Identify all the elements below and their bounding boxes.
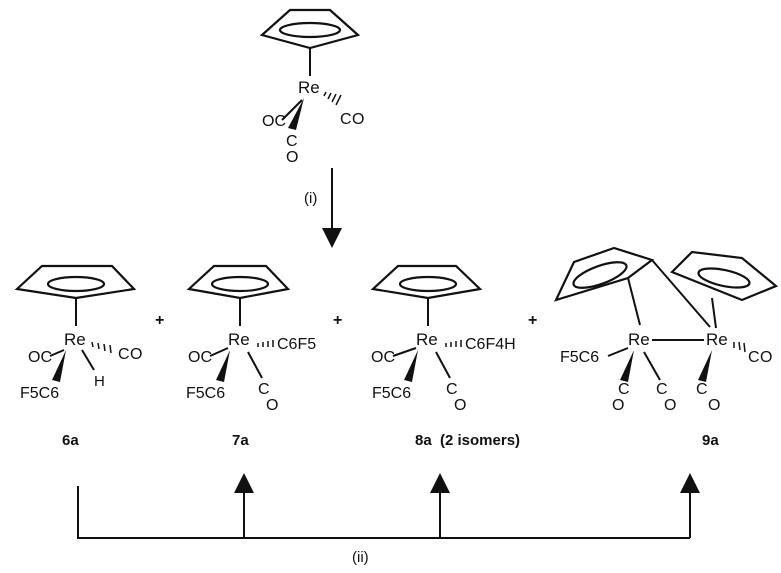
co-left-bond [49, 349, 65, 357]
bridging-bond [651, 259, 711, 328]
second-aryl-label: C6F4H [465, 336, 516, 353]
plus-sign: + [155, 312, 164, 329]
co-c-label: C [748, 349, 760, 366]
wedge-bond [404, 350, 418, 382]
co-right-c-label: C [340, 111, 352, 128]
cyclopentadienyl-ring [370, 264, 483, 300]
co-left-label: OC [262, 113, 286, 130]
co-left-bond [392, 347, 417, 357]
aryl-label: F5C6 [20, 385, 59, 402]
metal-atom-right: Re [706, 330, 728, 349]
wedge-bond [52, 350, 66, 382]
product-7a: Re OC F5C6 C6F5 C O 7a [186, 264, 316, 449]
co-left-label: OC [28, 349, 52, 366]
cyclopentadienyl-ring [259, 8, 361, 50]
cyclopentadienyl-ring [186, 264, 291, 300]
co-c-label: C [656, 381, 668, 398]
co-down-o-label: O [286, 149, 298, 166]
co-o-label: O [612, 397, 624, 414]
product-8a: Re OC F5C6 C6F4H C O 8a (2 isomers) [370, 264, 520, 449]
co-right-o-label: O [352, 111, 364, 128]
co-c-label: C [696, 381, 708, 398]
cyclopentadienyl-ring-right [670, 250, 779, 302]
co-right-o-label: O [130, 346, 142, 363]
co-right-c-label: C [118, 346, 130, 363]
metal-atom-left: Re [628, 330, 650, 349]
co-down-c-label: C [286, 133, 298, 150]
compound-label: 7a [232, 432, 249, 449]
wedge-bond-right [698, 350, 712, 382]
co-left-bond [209, 347, 229, 357]
metal-atom: Re [416, 330, 438, 349]
hashed-bond [257, 340, 274, 347]
metal-atom: Re [298, 78, 320, 97]
co-left-label: OC [188, 349, 212, 366]
co-down-bond [247, 351, 263, 379]
product-9a: Re Re F5C6 C O C O C O C O 9a [553, 246, 779, 449]
second-aryl-label: C6F5 [277, 336, 316, 353]
co-down-c-label: C [258, 381, 270, 398]
co-left-label: OC [371, 349, 395, 366]
hydride-label: H [94, 373, 105, 390]
metal-atom: Re [64, 330, 86, 349]
ring-metal-bond-right [711, 297, 717, 329]
hashed-bond [445, 340, 462, 347]
co-c-label: C [618, 381, 630, 398]
compound-label: 9a [702, 432, 719, 449]
co-bond-left [643, 351, 661, 381]
co-down-bond [435, 351, 451, 379]
cyclopentadienyl-ring-left [553, 246, 655, 302]
step-i-label: (i) [304, 190, 317, 207]
wedge-bond [288, 98, 304, 130]
step-ii-label: (ii) [352, 549, 369, 566]
plus-sign: + [528, 312, 537, 329]
co-o-label: O [664, 397, 676, 414]
metal-atom: Re [228, 330, 250, 349]
aryl-label: F5C6 [372, 385, 411, 402]
compound-label: 6a [62, 432, 79, 449]
hashed-bond [323, 91, 342, 106]
reactant-complex: Re OC C O C O [259, 8, 364, 166]
cyclopentadienyl-ring [14, 264, 137, 300]
aryl-label: F5C6 [186, 385, 225, 402]
compound-note: (2 isomers) [440, 432, 520, 449]
co-o-label: O [708, 397, 720, 414]
co-o-label: O [760, 349, 772, 366]
aryl-label: F5C6 [560, 349, 599, 366]
ring-metal-bond-left [627, 277, 641, 326]
co-down-o-label: O [266, 397, 278, 414]
hashed-bond [733, 341, 746, 353]
wedge-bond [216, 350, 230, 382]
wedge-bond-left [620, 350, 634, 382]
product-6a: Re OC F5C6 H C O 6a [14, 264, 142, 449]
hydride-bond [81, 349, 95, 371]
co-left-bond [281, 99, 303, 121]
conversion-bracket [77, 473, 700, 539]
plus-sign: + [333, 312, 342, 329]
co-down-o-label: O [454, 397, 466, 414]
co-down-c-label: C [446, 381, 458, 398]
aryl-bond [607, 347, 629, 357]
hashed-bond [91, 341, 112, 354]
compound-label: 8a [415, 432, 432, 449]
